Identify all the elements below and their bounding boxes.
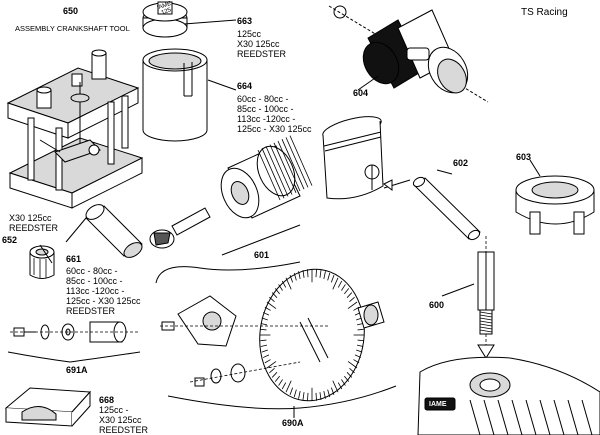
part-668-description: 125cc - X30 125cc REEDSTER xyxy=(99,405,148,435)
part-663-description: 125cc X30 125cc REEDSTER xyxy=(237,29,286,59)
part-650-title: ASSEMBLY CRANKSHAFT TOOL xyxy=(15,24,130,33)
part-664-desc-line: 60cc - 80cc - xyxy=(237,94,289,104)
hex-rod-drawing xyxy=(477,236,495,359)
part-650-number: 650 xyxy=(63,6,79,16)
spacer-washer-drawing xyxy=(142,1,188,38)
degree-wheel-drawing xyxy=(160,268,397,418)
part-652-desc-line: REEDSTER xyxy=(9,223,59,233)
part-668-number: 668 xyxy=(99,395,115,405)
leader-lines xyxy=(39,19,541,297)
ring-tool-drawing xyxy=(515,175,595,235)
part-601-number: 601 xyxy=(254,250,270,260)
part-661-desc-line: 125cc - X30 125cc xyxy=(66,296,141,306)
engine-logo: IAME xyxy=(429,401,447,408)
cylinder-sleeve-drawing xyxy=(142,48,208,142)
part-652-desc-line: X30 125cc xyxy=(9,213,52,223)
part-668-desc-line: 125cc - xyxy=(99,405,129,415)
part-661-desc-line: 113cc -120cc - xyxy=(66,286,125,296)
part-600-number: 600 xyxy=(429,300,445,310)
engine-head-drawing xyxy=(417,356,600,435)
part-663-desc-line: X30 125cc xyxy=(237,39,280,49)
part-664-desc-line: 85cc - 100cc - xyxy=(237,104,294,114)
part-691A-number: 691A xyxy=(66,365,88,375)
piston-drawing xyxy=(322,116,384,200)
fastener-set-drawing xyxy=(7,321,141,363)
piston-pin-drawing xyxy=(383,176,481,241)
brand-label: TS Racing xyxy=(521,7,568,18)
part-652-number: 652 xyxy=(2,235,18,245)
part-661-desc-line: REEDSTER xyxy=(66,306,116,316)
nut-drawing xyxy=(29,245,55,279)
part-663-desc-line: 125cc xyxy=(237,29,262,39)
part-663-desc-line: REEDSTER xyxy=(237,49,287,59)
part-602-number: 602 xyxy=(453,158,469,168)
part-661-desc-line: 85cc - 100cc - xyxy=(66,276,123,286)
part-661-description: 60cc - 80cc - 85cc - 100cc - 113cc -120c… xyxy=(66,266,141,316)
tube-drawing xyxy=(85,204,143,258)
part-664-desc-line: 125cc - X30 125cc xyxy=(237,124,312,134)
part-652-description: X30 125cc REEDSTER xyxy=(9,213,58,233)
part-668-desc-line: X30 125cc xyxy=(99,415,142,425)
crankshaft-assembly-tool-drawing xyxy=(6,49,144,209)
part-661-desc-line: 60cc - 80cc - xyxy=(66,266,118,276)
clamp-bracket-drawing xyxy=(4,387,92,427)
part-668-desc-line: REEDSTER xyxy=(99,425,149,435)
part-604-number: 604 xyxy=(353,88,369,98)
part-661-number: 661 xyxy=(66,254,82,264)
part-664-description: 60cc - 80cc - 85cc - 100cc - 113cc -120c… xyxy=(237,94,312,134)
part-690A-number: 690A xyxy=(282,418,304,428)
part-663-number: 663 xyxy=(237,16,253,26)
threaded-extractor-drawing xyxy=(149,135,313,284)
part-603-number: 603 xyxy=(516,152,532,162)
part-664-desc-line: 113cc -120cc - xyxy=(237,114,296,124)
part-664-number: 664 xyxy=(237,81,253,91)
threaded-puller-drawing xyxy=(328,5,489,103)
